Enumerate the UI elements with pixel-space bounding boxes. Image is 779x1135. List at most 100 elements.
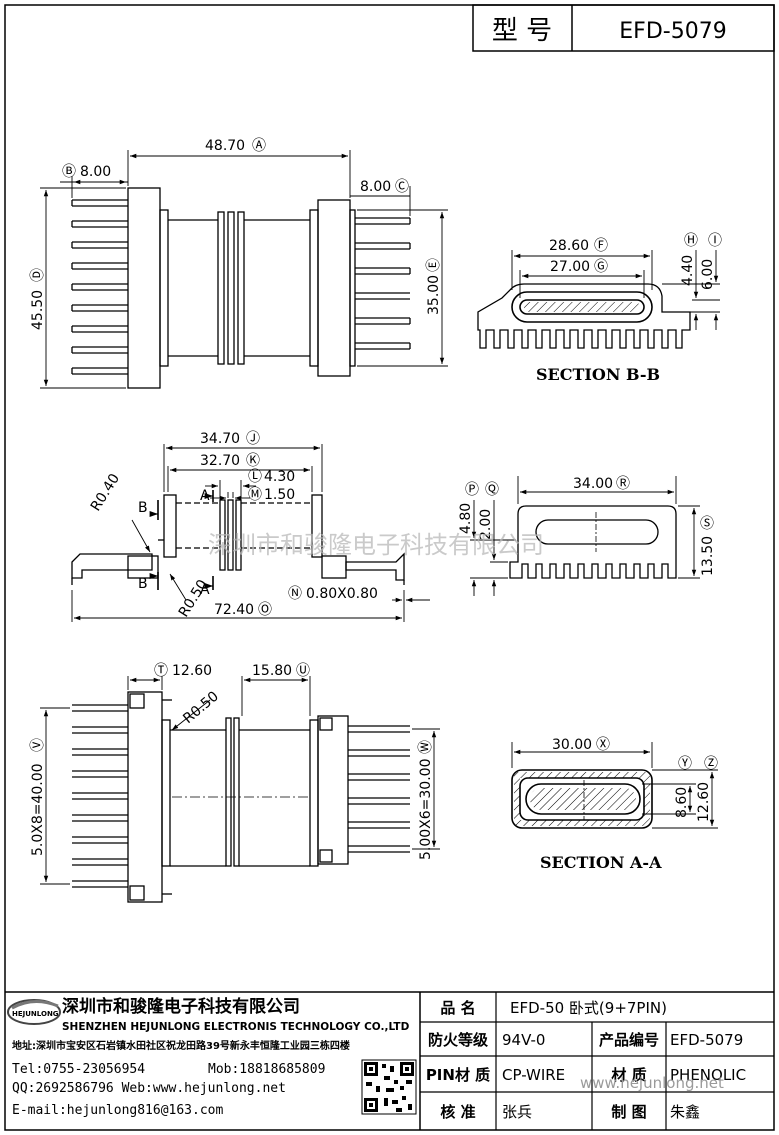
field-fire-value: 94V-0 — [502, 1031, 545, 1049]
dim-v-value: 5.0X8=40.00 — [30, 763, 46, 856]
dim-z-value: 12.60 — [696, 782, 712, 822]
dim-k-value: 32.70 — [200, 453, 240, 469]
bottom-view — [40, 676, 440, 903]
section-bb-view — [477, 250, 720, 349]
company-qq-web: QQ:2692586796 Web:www.hejunlong.net — [12, 1081, 286, 1096]
dim-o-value: 72.40 — [214, 602, 254, 618]
model-type-label: 型 号 — [492, 16, 552, 46]
dim-b-label: Ⓑ — [62, 164, 76, 180]
dim-e-label: Ⓔ — [426, 258, 442, 272]
field-material-label: 材 质 — [611, 1066, 646, 1084]
dim-y-label: Ⓨ — [678, 756, 692, 772]
company-address: 地址:深圳市宝安区石岩镇水田社区祝龙田路39号新永丰恒隆工业园三栋四楼 — [12, 1039, 350, 1052]
model-number: EFD-5079 — [619, 19, 726, 44]
field-check-label: 核 准 — [440, 1103, 475, 1121]
dim-i-label: Ⓘ — [708, 233, 722, 249]
dim-g-label: Ⓖ — [594, 259, 608, 275]
dim-n-label: Ⓝ — [288, 586, 302, 602]
top-view — [40, 150, 448, 389]
title-block: HEJUNLONG 深圳市和骏隆电子科技有限公司 SHENZHEN HEJUNL… — [5, 991, 774, 1130]
dim-t-value: 12.60 — [172, 663, 212, 679]
dim-l-value: 4.30 — [264, 469, 295, 485]
field-material-value: PHENOLIC — [670, 1066, 746, 1084]
dim-p-value: 4.80 — [458, 503, 474, 534]
field-code-value: EFD-5079 — [670, 1031, 743, 1049]
company-name-cn: 深圳市和骏隆电子科技有限公司 — [62, 996, 300, 1017]
dim-t-label: Ⓣ — [154, 663, 168, 679]
company-mob: Mob:18818685809 — [208, 1062, 325, 1077]
field-pin-value: CP-WIRE — [502, 1066, 565, 1084]
dim-c-label: Ⓒ — [395, 179, 409, 195]
dim-j-label: Ⓙ — [246, 431, 260, 447]
dim-r-value: 34.00 — [573, 476, 613, 492]
dim-o-label: Ⓞ — [258, 602, 272, 618]
left-pins — [71, 199, 128, 375]
field-draw-value: 朱鑫 — [670, 1103, 700, 1121]
dim-f-value: 28.60 — [549, 238, 589, 254]
dim-x-value: 30.00 — [552, 737, 592, 753]
field-check-value: 张兵 — [502, 1103, 532, 1121]
section-aa-view — [511, 742, 718, 829]
dim-m-value: 1.50 — [264, 487, 295, 503]
dim-e-value: 35.00 — [426, 275, 442, 315]
dim-u-label: Ⓤ — [296, 663, 310, 679]
dim-y-value: 8.60 — [674, 787, 690, 818]
section-mark-b-bottom: B — [138, 576, 148, 592]
radius-label-3: R0.50 — [180, 689, 222, 728]
radius-label-2: R0.50 — [176, 577, 211, 620]
right-pins — [355, 217, 411, 350]
dim-b-value: 8.00 — [80, 164, 111, 180]
radius-label-1: R0.40 — [88, 471, 123, 514]
dim-d-label: Ⓓ — [30, 268, 46, 282]
field-name-label: 品 名 — [440, 999, 475, 1017]
section-mark-a-top: A — [200, 488, 210, 504]
dim-c-value: 8.00 — [360, 179, 391, 195]
dim-m-label: Ⓜ — [248, 487, 262, 503]
dim-s-value: 13.50 — [700, 536, 716, 576]
dim-h-value: 4.40 — [680, 255, 696, 286]
dim-v-label: Ⓥ — [30, 738, 46, 752]
company-tel: Tel:0755-23056954 — [12, 1062, 145, 1077]
dim-q-label: Ⓠ — [485, 482, 499, 498]
dim-i-value: 6.00 — [700, 259, 716, 290]
side-section-view — [470, 476, 700, 596]
company-watermark: 深圳市和骏隆电子科技有限公司 — [208, 531, 544, 559]
dim-w-value: 5.00X6=30.00 — [418, 759, 434, 860]
dim-k-label: Ⓚ — [246, 453, 260, 469]
field-fire-label: 防火等级 — [428, 1031, 489, 1049]
web-watermark: www.hejunlong.net — [580, 1074, 724, 1092]
field-draw-label: 制 图 — [611, 1103, 646, 1121]
dim-x-label: Ⓧ — [596, 737, 610, 753]
dim-r-label: Ⓡ — [616, 476, 630, 492]
dim-s-label: Ⓢ — [700, 516, 714, 532]
bottom-left-pins — [72, 704, 128, 888]
bottom-right-pins — [348, 725, 410, 853]
dim-n-value: 0.80X0.80 — [306, 586, 378, 602]
dim-q-value: 2.00 — [478, 509, 494, 540]
logo-text: HEJUNLONG — [12, 1010, 59, 1018]
field-code-label: 产品编号 — [599, 1031, 659, 1049]
section-mark-a-bottom: A — [200, 582, 210, 598]
dim-z-label: Ⓩ — [704, 756, 718, 772]
field-pin-label: PIN材 质 — [426, 1066, 490, 1084]
section-mark-b-top: B — [138, 500, 148, 516]
dim-u-value: 15.80 — [252, 663, 292, 679]
field-name-value: EFD-50 卧式(9+7PIN) — [510, 999, 667, 1017]
drawing-frame — [4, 4, 775, 1131]
qr-code-icon — [361, 1059, 417, 1115]
dim-a-label: Ⓐ — [252, 138, 266, 154]
dim-w-label: Ⓦ — [418, 740, 434, 754]
dim-a-value: 48.70 — [205, 138, 245, 154]
section-bb-title: SECTION B-B — [536, 365, 660, 384]
company-logo: HEJUNLONG — [7, 999, 61, 1025]
section-aa-title: SECTION A-A — [540, 853, 662, 872]
dim-p-label: Ⓟ — [465, 482, 479, 498]
dim-g-value: 27.00 — [550, 259, 590, 275]
model-header: 型 号 EFD-5079 — [472, 4, 775, 52]
dim-l-label: Ⓛ — [248, 469, 262, 485]
company-email: E-mail:hejunlong816@163.com — [12, 1103, 223, 1118]
dim-f-label: Ⓕ — [594, 238, 608, 254]
company-name-en: SHENZHEN HEJUNLONG ELECTRONIS TECHNOLOGY… — [62, 1021, 410, 1033]
dim-d-value: 45.50 — [30, 290, 46, 330]
